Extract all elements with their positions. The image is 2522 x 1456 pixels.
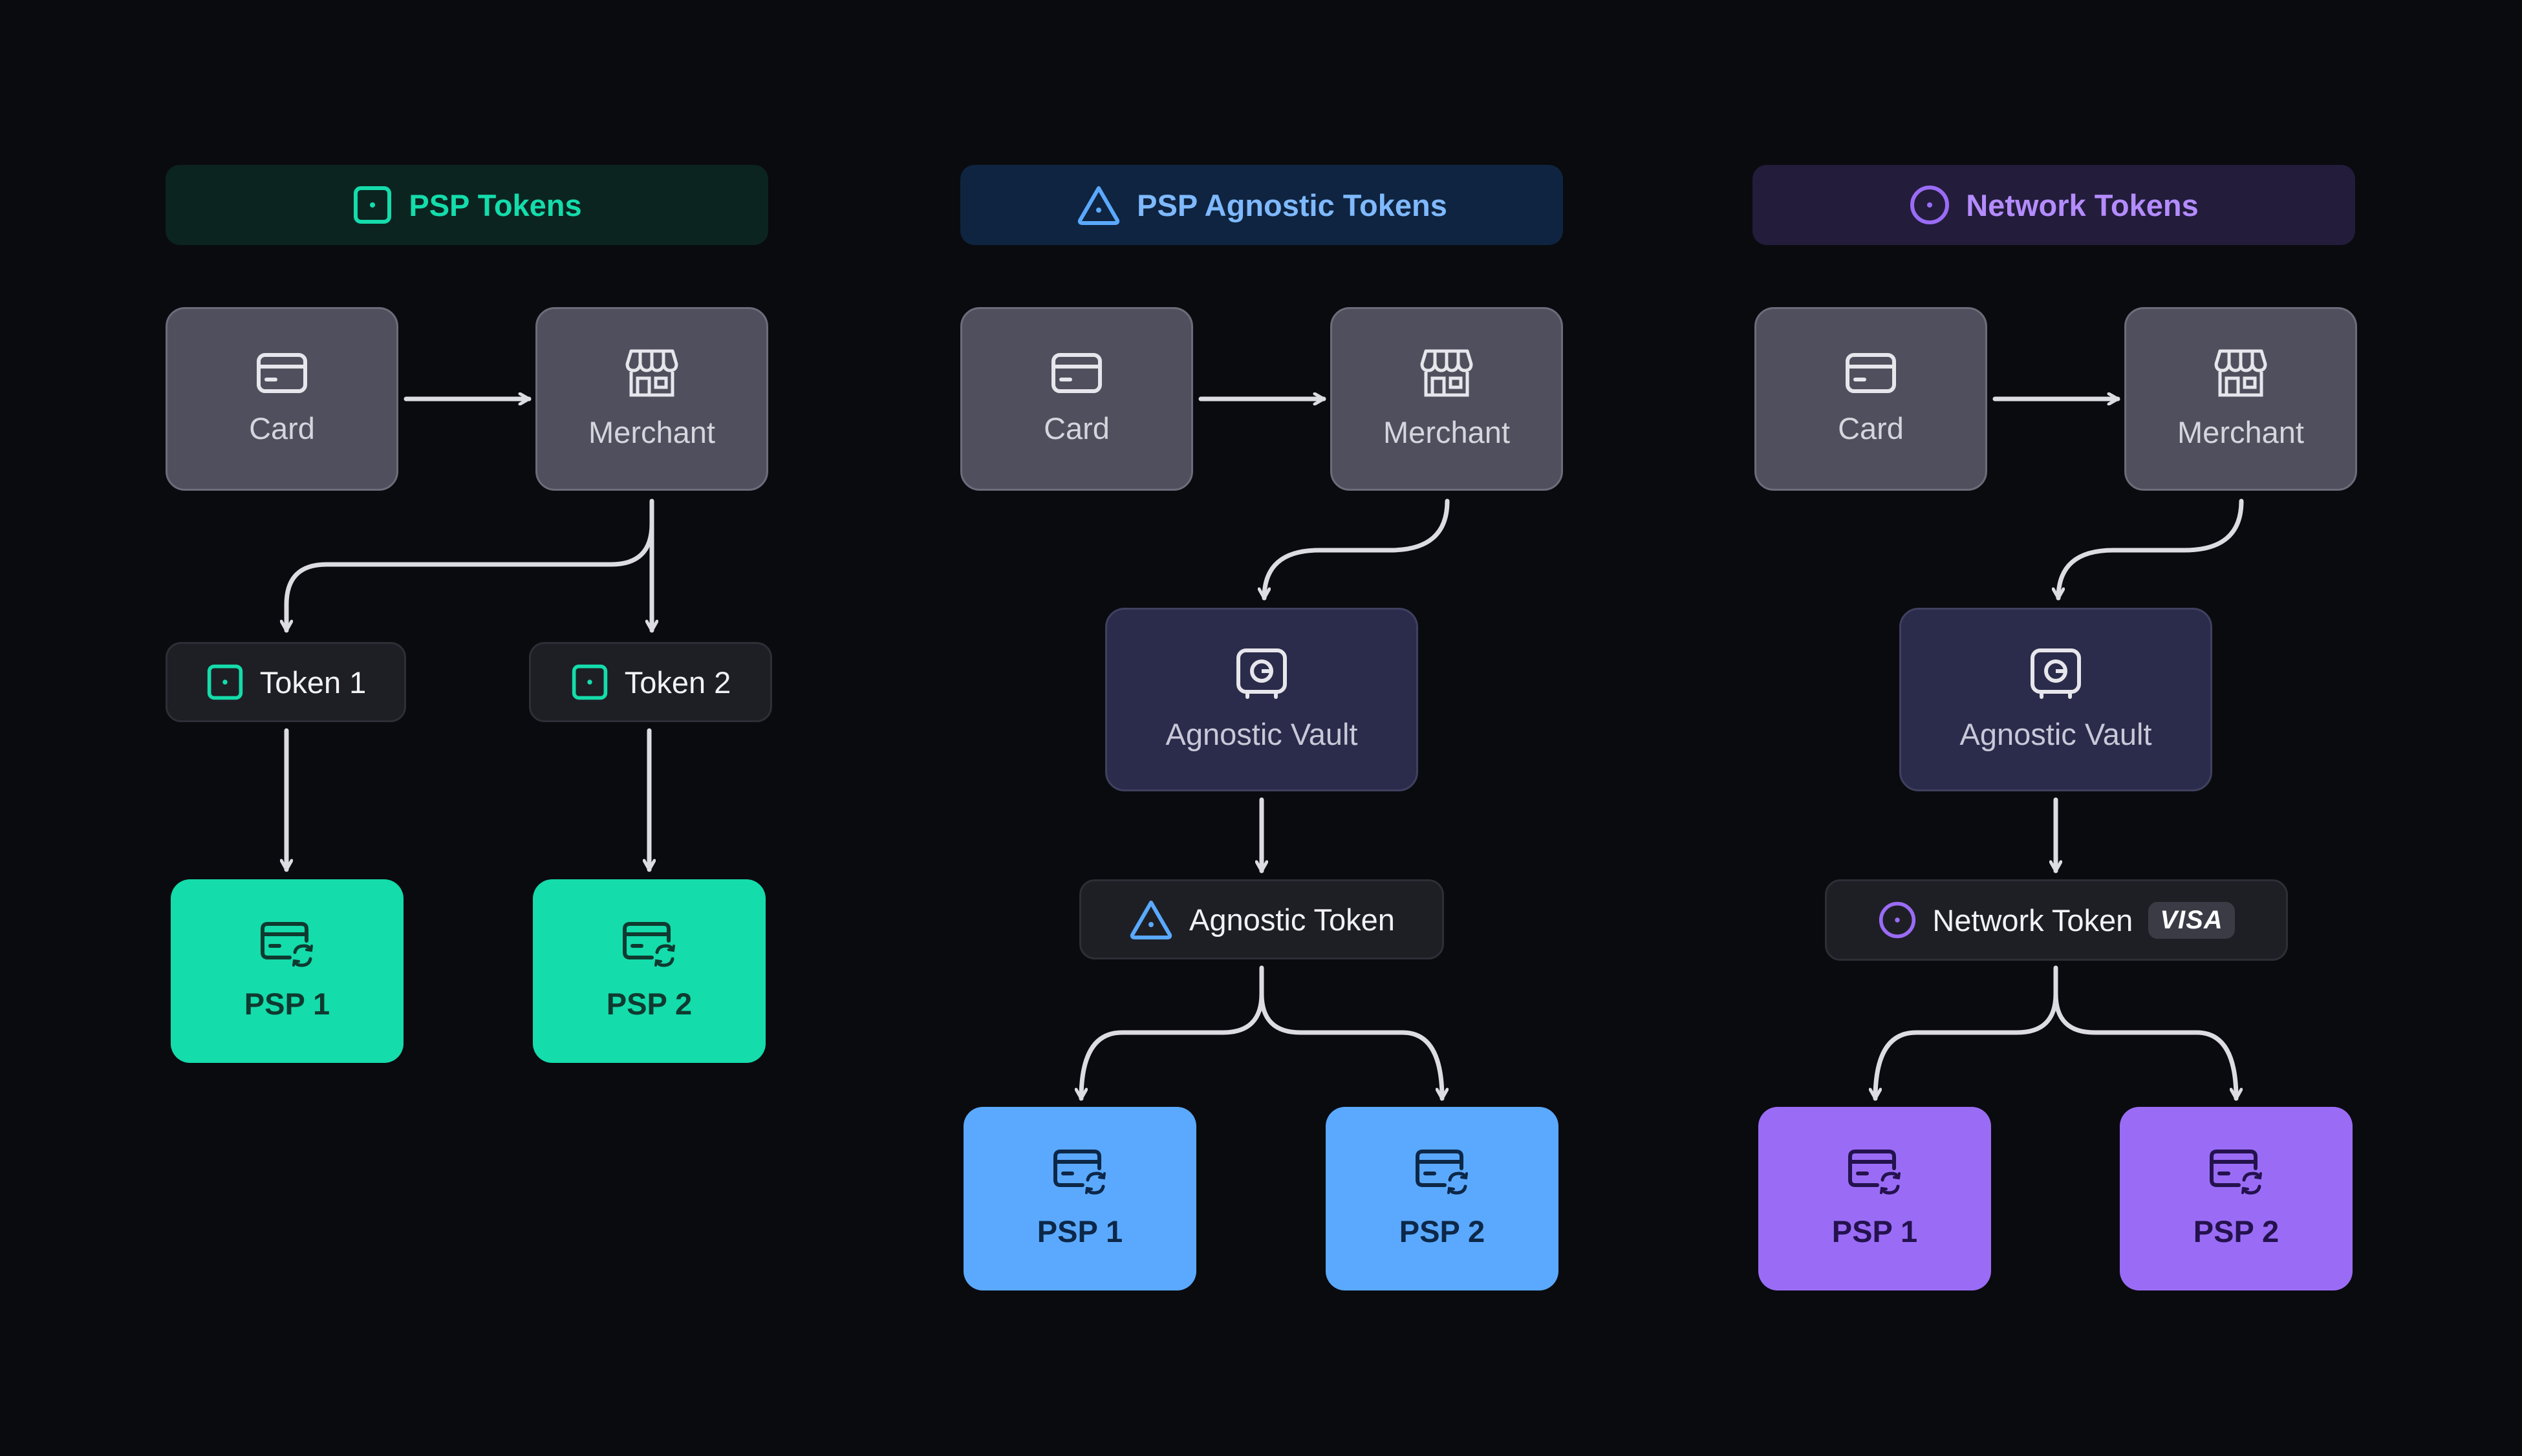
token-label: Agnostic Token	[1189, 902, 1395, 937]
credit-card-icon	[1846, 352, 1896, 393]
card-node: Card	[166, 307, 398, 491]
token-1-pill: Token 1	[166, 642, 406, 722]
card-node: Card	[1754, 307, 1987, 491]
arrow-token-to-psp2-2	[1259, 991, 1442, 1101]
psp-2-node: PSP 2	[533, 879, 766, 1063]
node-label: Agnostic Vault	[1165, 716, 1358, 751]
node-label: PSP 1	[1831, 1214, 1918, 1248]
card-sync-icon	[261, 921, 313, 967]
storefront-icon	[625, 349, 678, 396]
header-network-tokens: Network Tokens	[1752, 165, 2355, 245]
card-sync-icon	[1416, 1149, 1468, 1195]
node-label: PSP 2	[1399, 1214, 1485, 1248]
card-sync-icon	[623, 921, 675, 967]
square-dot-icon	[572, 664, 607, 700]
node-label: Card	[249, 411, 315, 445]
node-label: Card	[1044, 411, 1110, 445]
square-dot-icon	[207, 664, 242, 700]
node-label: Merchant	[1383, 414, 1510, 449]
arrow-token-to-psp1-2	[1081, 965, 1264, 1101]
arrow-merchant-to-token1	[286, 521, 654, 633]
storefront-icon	[2214, 349, 2267, 396]
psp-1-node: PSP 1	[964, 1107, 1196, 1290]
psp-1-node: PSP 1	[171, 879, 404, 1063]
arrow-merchant-to-vault-2	[1264, 498, 1450, 601]
arrow-token-to-psp1-3	[1875, 965, 2058, 1101]
token-label: Token 1	[259, 665, 367, 700]
safe-vault-icon	[1236, 648, 1287, 699]
card-node: Card	[960, 307, 1193, 491]
merchant-node: Merchant	[2124, 307, 2357, 491]
safe-vault-icon	[2031, 648, 2081, 699]
arrow-token-to-psp2-3	[2053, 991, 2236, 1101]
credit-card-icon	[257, 352, 307, 393]
header-label: PSP Agnostic Tokens	[1137, 187, 1447, 222]
node-label: PSP 1	[244, 986, 330, 1021]
header-label: Network Tokens	[1966, 187, 2199, 222]
storefront-icon	[1420, 349, 1473, 396]
psp-1-node: PSP 1	[1758, 1107, 1991, 1290]
agnostic-token-pill: Agnostic Token	[1079, 879, 1444, 959]
node-label: Merchant	[2177, 414, 2304, 449]
header-psp-tokens: PSP Tokens	[166, 165, 768, 245]
node-label: Merchant	[588, 414, 715, 449]
node-label: PSP 1	[1037, 1214, 1123, 1248]
psp-2-node: PSP 2	[2120, 1107, 2353, 1290]
merchant-node: Merchant	[535, 307, 768, 491]
token-label: Token 2	[624, 665, 731, 700]
psp-2-node: PSP 2	[1326, 1107, 1558, 1290]
card-sync-icon	[1848, 1149, 1901, 1195]
token-2-pill: Token 2	[529, 642, 772, 722]
triangle-icon	[1078, 186, 1120, 225]
agnostic-vault-node: Agnostic Vault	[1899, 608, 2212, 791]
card-sync-icon	[1053, 1149, 1106, 1195]
arrow-merchant-to-vault-3	[2058, 498, 2244, 601]
merchant-node: Merchant	[1330, 307, 1563, 491]
agnostic-vault-node: Agnostic Vault	[1105, 608, 1418, 791]
card-sync-icon	[2210, 1149, 2262, 1195]
node-label: Agnostic Vault	[1959, 716, 2152, 751]
node-label: Card	[1838, 411, 1904, 445]
node-label: PSP 2	[606, 986, 693, 1021]
triangle-icon	[1130, 901, 1172, 939]
network-token-pill: Network Token VISA	[1825, 879, 2288, 961]
token-label: Network Token	[1932, 903, 2133, 937]
header-label: PSP Tokens	[409, 187, 582, 222]
circle-dot-icon	[1910, 186, 1950, 224]
circle-dot-icon	[1879, 901, 1916, 939]
credit-card-icon	[1051, 352, 1102, 393]
visa-badge: VISA	[2148, 901, 2235, 939]
header-psp-agnostic-tokens: PSP Agnostic Tokens	[960, 165, 1563, 245]
node-label: PSP 2	[2193, 1214, 2280, 1248]
square-dot-icon	[354, 186, 392, 224]
